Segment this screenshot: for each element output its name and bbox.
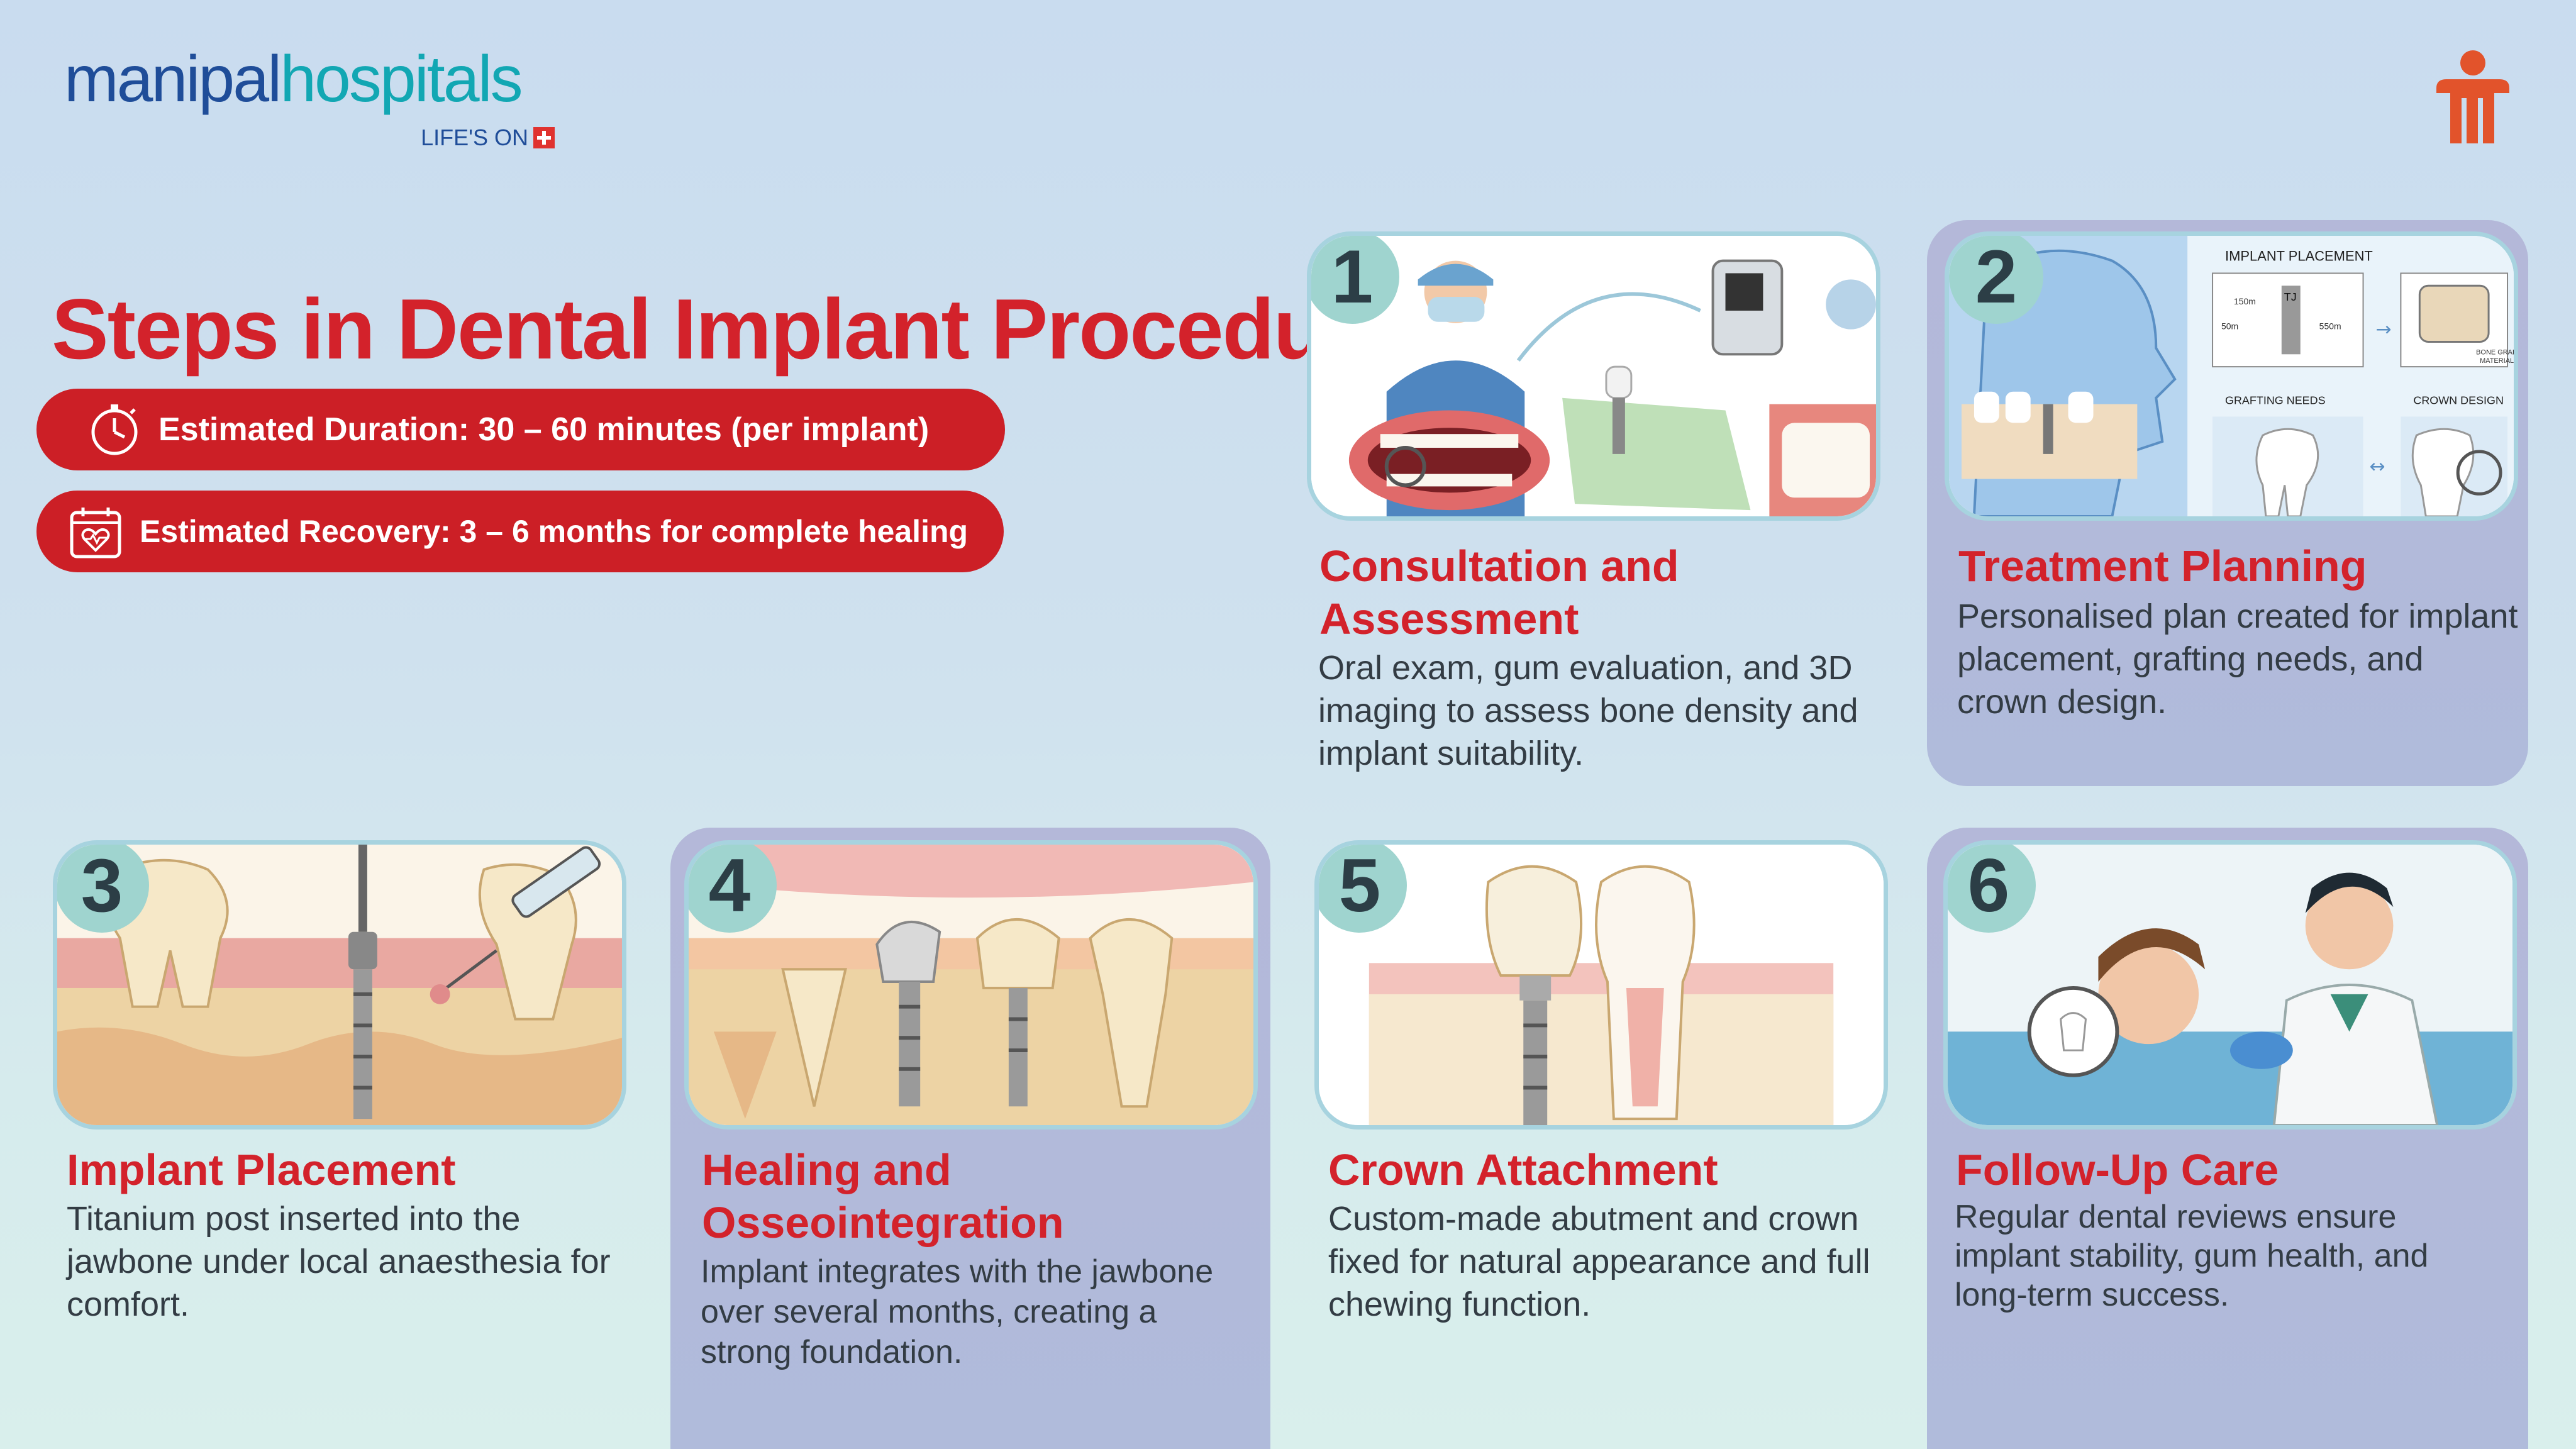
step-6-number-badge: 6 [1948, 845, 2036, 933]
brand-name-part1: manipal [64, 43, 282, 116]
duration-text: Estimated Duration: 30 – 60 minutes (per… [158, 411, 930, 448]
step-6-title: Follow-Up Care [1956, 1145, 2279, 1194]
medical-cross-icon [533, 127, 555, 148]
step-5-description: Custom-made abutment and crown fixed for… [1328, 1200, 1870, 1323]
brand-wordmark: manipalhospitals [64, 47, 555, 112]
step-1-illustration: 1 [1307, 231, 1880, 521]
label-grafting-needs: GRAFTING NEEDS [2225, 394, 2326, 407]
step-2-title: Treatment Planning [1958, 541, 2367, 591]
step-6-illustration: 6 [1943, 840, 2517, 1130]
step-4-title: Healing and Osseointegration [702, 1145, 1064, 1247]
step-5-title: Crown Attachment [1328, 1145, 1718, 1194]
recovery-text: Estimated Recovery: 3 – 6 months for com… [140, 514, 969, 549]
label-bone-graft-2: MATERIAL [2480, 357, 2514, 365]
label-implant-placement: IMPLANT PLACEMENT [2225, 248, 2373, 264]
step-5-illustration: 5 [1314, 840, 1888, 1130]
duration-pill: Estimated Duration: 30 – 60 minutes (per… [36, 389, 1005, 470]
step-4-illustration: 4 [684, 840, 1258, 1130]
label-bone-graft-1: BONE GRAFT [2476, 348, 2514, 356]
step-3-title: Implant Placement [67, 1145, 456, 1194]
label-dim-2: 50m [2221, 321, 2238, 331]
step-1-description: Oral exam, gum evaluation, and 3D imagin… [1318, 649, 1858, 772]
arrow-right-icon: → [2375, 319, 2391, 341]
stopwatch-icon [86, 401, 143, 458]
brand-logo: manipalhospitals LIFE'S ON [64, 47, 555, 160]
arrow-both-icon: ↔ [2370, 456, 2385, 478]
step-4-description: Implant integrates with the jawbone over… [701, 1253, 1214, 1370]
recovery-pill: Estimated Recovery: 3 – 6 months for com… [36, 491, 1004, 572]
step-3-illustration: 3 [53, 840, 626, 1130]
step-6-description: Regular dental reviews ensure implant st… [1955, 1199, 2429, 1313]
brand-mark-icon [2431, 49, 2513, 150]
page-title: Steps in Dental Implant Procedure [52, 281, 1404, 377]
brand-tagline: LIFE'S ON [421, 125, 528, 150]
step-2-number-badge: 2 [1949, 236, 2043, 324]
calendar-heart-icon [67, 502, 125, 560]
label-dim-1: 150m [2234, 296, 2256, 306]
label-dim-3: 550m [2319, 321, 2341, 331]
label-implant-mark: TJ [2284, 291, 2297, 303]
step-3-number-badge: 3 [57, 845, 149, 933]
brand-name-part2: hospitals [280, 43, 523, 116]
step-3-description: Titanium post inserted into the jawbone … [67, 1200, 611, 1323]
step-4-number-badge: 4 [689, 845, 777, 933]
brand-tagline-row: LIFE'S ON [421, 125, 555, 151]
step-2-illustration: IMPLANT PLACEMENT 150m 50m 550m TJ BONE … [1945, 231, 2518, 521]
step-1-title: Consultation and Assessment [1319, 541, 1679, 643]
label-crown-design: CROWN DESIGN [2413, 394, 2504, 407]
step-2-description: Personalised plan created for implant pl… [1957, 597, 2518, 721]
step-1-number-badge: 1 [1311, 236, 1399, 324]
step-5-number-badge: 5 [1319, 845, 1407, 933]
